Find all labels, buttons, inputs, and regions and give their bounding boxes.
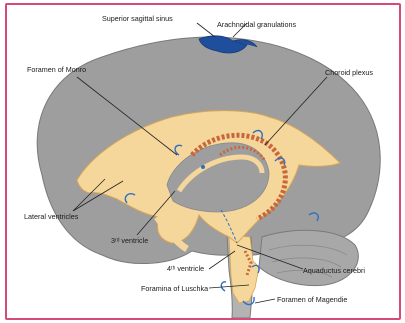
label-foramen-of-monro: Foramen of Monro [27, 65, 86, 74]
label-choroid-plexus: Choroid plexus [325, 68, 373, 77]
label-aquaductus-cerebri: Aquaductus cerebri [303, 266, 365, 275]
label-third-ventricle: 3ʳᵈ ventricle [111, 236, 148, 245]
figure-frame: Superior sagittal sinus Arachnoidal gran… [5, 3, 401, 320]
label-foramina-of-luschka: Foramina of Luschka [141, 284, 208, 293]
label-foramen-of-magendie: Foramen of Magendie [277, 295, 347, 304]
label-arachnoidal-granulations: Arachnoidal granulations [217, 20, 297, 29]
label-superior-sagittal-sinus: Superior sagittal sinus [102, 14, 173, 23]
label-lateral-ventricles: Lateral ventricles [24, 212, 79, 221]
label-fourth-ventricle: 4ᵗʰ ventricle [167, 264, 204, 273]
ventricular-system-diagram: Superior sagittal sinus Arachnoidal gran… [7, 5, 399, 318]
